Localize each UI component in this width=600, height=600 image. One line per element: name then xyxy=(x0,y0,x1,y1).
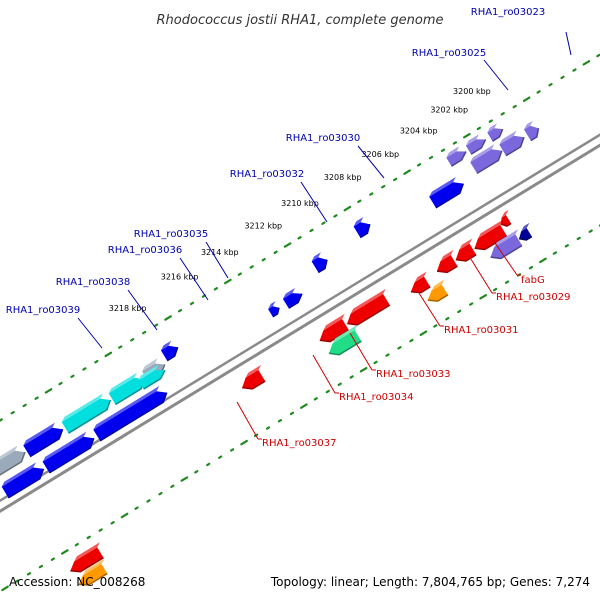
gene-feature[interactable] xyxy=(410,271,431,294)
scale-tick-label: 3206 kbp xyxy=(361,150,399,159)
gene-feature[interactable] xyxy=(268,301,280,318)
tick-track xyxy=(0,53,600,592)
gene-feature[interactable] xyxy=(70,542,104,573)
gene-label-minus[interactable]: RHA1_ro03037 xyxy=(262,438,337,449)
leader-line xyxy=(300,181,328,223)
gene-feature[interactable] xyxy=(242,364,266,390)
gene-label-minus[interactable]: RHA1_ro03033 xyxy=(376,369,451,380)
scale-tick-label: 3216 kbp xyxy=(161,272,199,281)
scale-tick-label: 3202 kbp xyxy=(430,106,468,115)
upper-tick-track xyxy=(0,53,600,422)
gene-feature[interactable] xyxy=(61,393,112,434)
gene-feature[interactable] xyxy=(518,222,533,241)
gene-feature[interactable] xyxy=(78,559,108,586)
gene-label-plus[interactable]: RHA1_ro03030 xyxy=(286,133,361,144)
gene-feature[interactable] xyxy=(1,462,45,499)
leader-line xyxy=(179,257,209,301)
leader-line xyxy=(357,145,385,179)
gene-label-minus[interactable]: RHA1_ro03034 xyxy=(339,392,414,403)
gene-label-plus[interactable]: RHA1_ro03025 xyxy=(412,48,487,59)
gene-feature[interactable] xyxy=(160,340,179,362)
genome-summary-text: Topology: linear; Length: 7,804,765 bp; … xyxy=(270,575,590,589)
lower-tick-track xyxy=(1,224,600,592)
gene-feature[interactable] xyxy=(500,209,512,227)
leader-line xyxy=(483,59,509,91)
gene-feature[interactable] xyxy=(93,386,168,442)
scale-tick-label: 3218 kbp xyxy=(109,304,147,313)
accession-text: Accession: NC_008268 xyxy=(9,575,145,589)
gene-labels: 3200 kbp 3202 kbp 3204 kbp 3206 kbp 3208 kbp… xyxy=(6,7,572,449)
gene-feature[interactable] xyxy=(0,445,26,478)
gene-label-plus[interactable]: RHA1_ro03035 xyxy=(134,229,209,240)
feature-tracks xyxy=(0,120,540,586)
gene-feature[interactable] xyxy=(465,134,487,155)
gene-label-plus[interactable]: RHA1_ro03038 xyxy=(56,277,131,288)
scale-tick-label: 3208 kbp xyxy=(324,173,362,182)
gene-feature[interactable] xyxy=(138,365,166,390)
gene-label-plus[interactable]: RHA1_ro03036 xyxy=(108,245,183,256)
gene-feature[interactable] xyxy=(470,144,503,175)
gene-feature[interactable] xyxy=(427,279,449,302)
leader-line xyxy=(205,241,229,279)
gene-feature[interactable] xyxy=(524,120,540,142)
gene-label-minus[interactable]: RHA1_ro03029 xyxy=(496,292,571,303)
gene-feature[interactable] xyxy=(429,177,465,209)
gene-feature[interactable] xyxy=(282,288,303,309)
gene-feature[interactable] xyxy=(42,431,95,474)
leader-line xyxy=(236,401,259,440)
gene-feature[interactable] xyxy=(436,249,458,274)
gene-label-plus[interactable]: RHA1_ro03023 xyxy=(471,7,546,18)
gene-feature[interactable] xyxy=(487,123,504,142)
leader-line xyxy=(312,354,336,394)
scale-tick-label: 3200 kbp xyxy=(453,87,491,96)
scale-tick-label: 3210 kbp xyxy=(281,199,319,208)
leader-line xyxy=(492,239,518,276)
leader-line xyxy=(468,255,493,294)
map-title: Rhodococcus jostii RHA1, complete genome xyxy=(157,13,444,28)
leader-line xyxy=(349,332,373,371)
scale-tick-label: 3214 kbp xyxy=(201,248,239,257)
gene-label-plus[interactable]: RHA1_ro03039 xyxy=(6,305,81,316)
scale-tick-label: 3212 kbp xyxy=(244,221,282,230)
leader-line xyxy=(416,289,441,327)
gene-feature[interactable] xyxy=(353,217,371,239)
gene-label-minus[interactable]: fabG xyxy=(521,275,545,286)
gene-feature[interactable] xyxy=(455,238,477,262)
gene-label-minus[interactable]: RHA1_ro03031 xyxy=(444,325,519,336)
scale-tick-label: 3204 kbp xyxy=(400,127,438,136)
leader-line xyxy=(127,289,158,331)
gene-feature[interactable] xyxy=(328,324,362,356)
gene-label-plus[interactable]: RHA1_ro03032 xyxy=(230,169,305,180)
leader-line xyxy=(565,31,572,56)
gene-feature[interactable] xyxy=(311,252,328,274)
leader-line xyxy=(77,317,103,349)
gene-feature[interactable] xyxy=(446,146,467,167)
gene-feature[interactable] xyxy=(499,130,525,157)
gene-feature[interactable] xyxy=(23,422,64,458)
gene-feature[interactable] xyxy=(490,229,523,260)
